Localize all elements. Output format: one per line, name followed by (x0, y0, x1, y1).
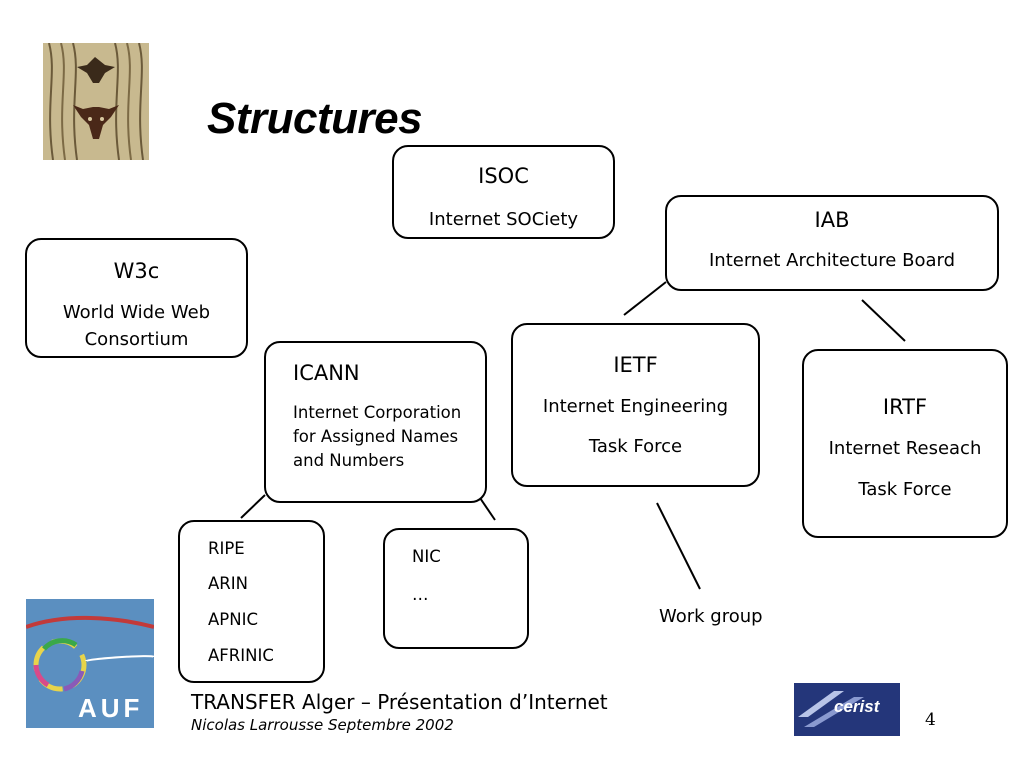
connector-icann-rir (240, 494, 266, 519)
w3c-box: W3c World Wide Web Consortium (25, 238, 248, 358)
page-number: 4 (925, 710, 936, 730)
rir-item-ripe: RIPE (208, 539, 245, 558)
icann-name-line1: Internet Corporation (293, 403, 462, 422)
slide-title: Structures (207, 94, 423, 143)
isoc-abbr: ISOC (478, 164, 529, 188)
connector-iab-irtf (861, 299, 906, 342)
connector-ietf-workgroup (656, 502, 701, 590)
nic-box: NIC … (383, 528, 529, 649)
rir-item-arin: ARIN (208, 574, 248, 593)
ietf-box: IETF Internet Engineering Task Force (511, 323, 760, 487)
auf-emblem-icon (25, 616, 155, 692)
ietf-name-line1: Internet Engineering (542, 396, 729, 417)
cerist-logo: cerist (794, 683, 900, 736)
nic-label: NIC (412, 547, 441, 566)
pattern-image (43, 42, 149, 161)
decorative-image (43, 42, 149, 161)
irtf-name-line1: Internet Reseach (828, 438, 982, 459)
iab-box: IAB Internet Architecture Board (665, 195, 999, 291)
w3c-abbr: W3c (113, 259, 160, 283)
auf-logo: AUF (25, 599, 155, 728)
icann-name-line3: and Numbers (293, 451, 405, 470)
rir-item-apnic: APNIC (208, 610, 258, 629)
cerist-swoosh-icon (794, 683, 900, 736)
nic-ellipsis: … (412, 585, 429, 604)
w3c-name-line1: World Wide Web (62, 302, 211, 323)
footer-author: Nicolas Larrousse Septembre 2002 (191, 716, 454, 734)
irtf-abbr: IRTF (882, 395, 928, 419)
isoc-box: ISOC Internet SOCiety (392, 145, 615, 239)
irtf-box: IRTF Internet Reseach Task Force (802, 349, 1008, 538)
ietf-name-line2: Task Force (588, 436, 683, 457)
icann-abbr: ICANN (293, 361, 360, 385)
icann-box: ICANN Internet Corporation for Assigned … (264, 341, 487, 503)
cerist-logo-text: cerist (834, 697, 880, 716)
rir-item-afrinic: AFRINIC (208, 646, 274, 665)
ietf-abbr: IETF (613, 353, 658, 377)
isoc-name: Internet SOCiety (428, 209, 579, 230)
w3c-name-line2: Consortium (84, 329, 189, 350)
auf-logo-text: AUF (78, 693, 144, 723)
irtf-name-line2: Task Force (858, 479, 952, 500)
iab-name: Internet Architecture Board (708, 250, 955, 271)
footer-title: TRANSFER Alger – Présentation d’Internet (191, 690, 608, 714)
icann-name-line2: for Assigned Names (293, 427, 459, 446)
workgroup-label: Work group (659, 606, 763, 627)
iab-abbr: IAB (814, 208, 850, 232)
rir-box: RIPE ARIN APNIC AFRINIC (178, 520, 325, 683)
connector-iab-ietf (623, 281, 667, 316)
